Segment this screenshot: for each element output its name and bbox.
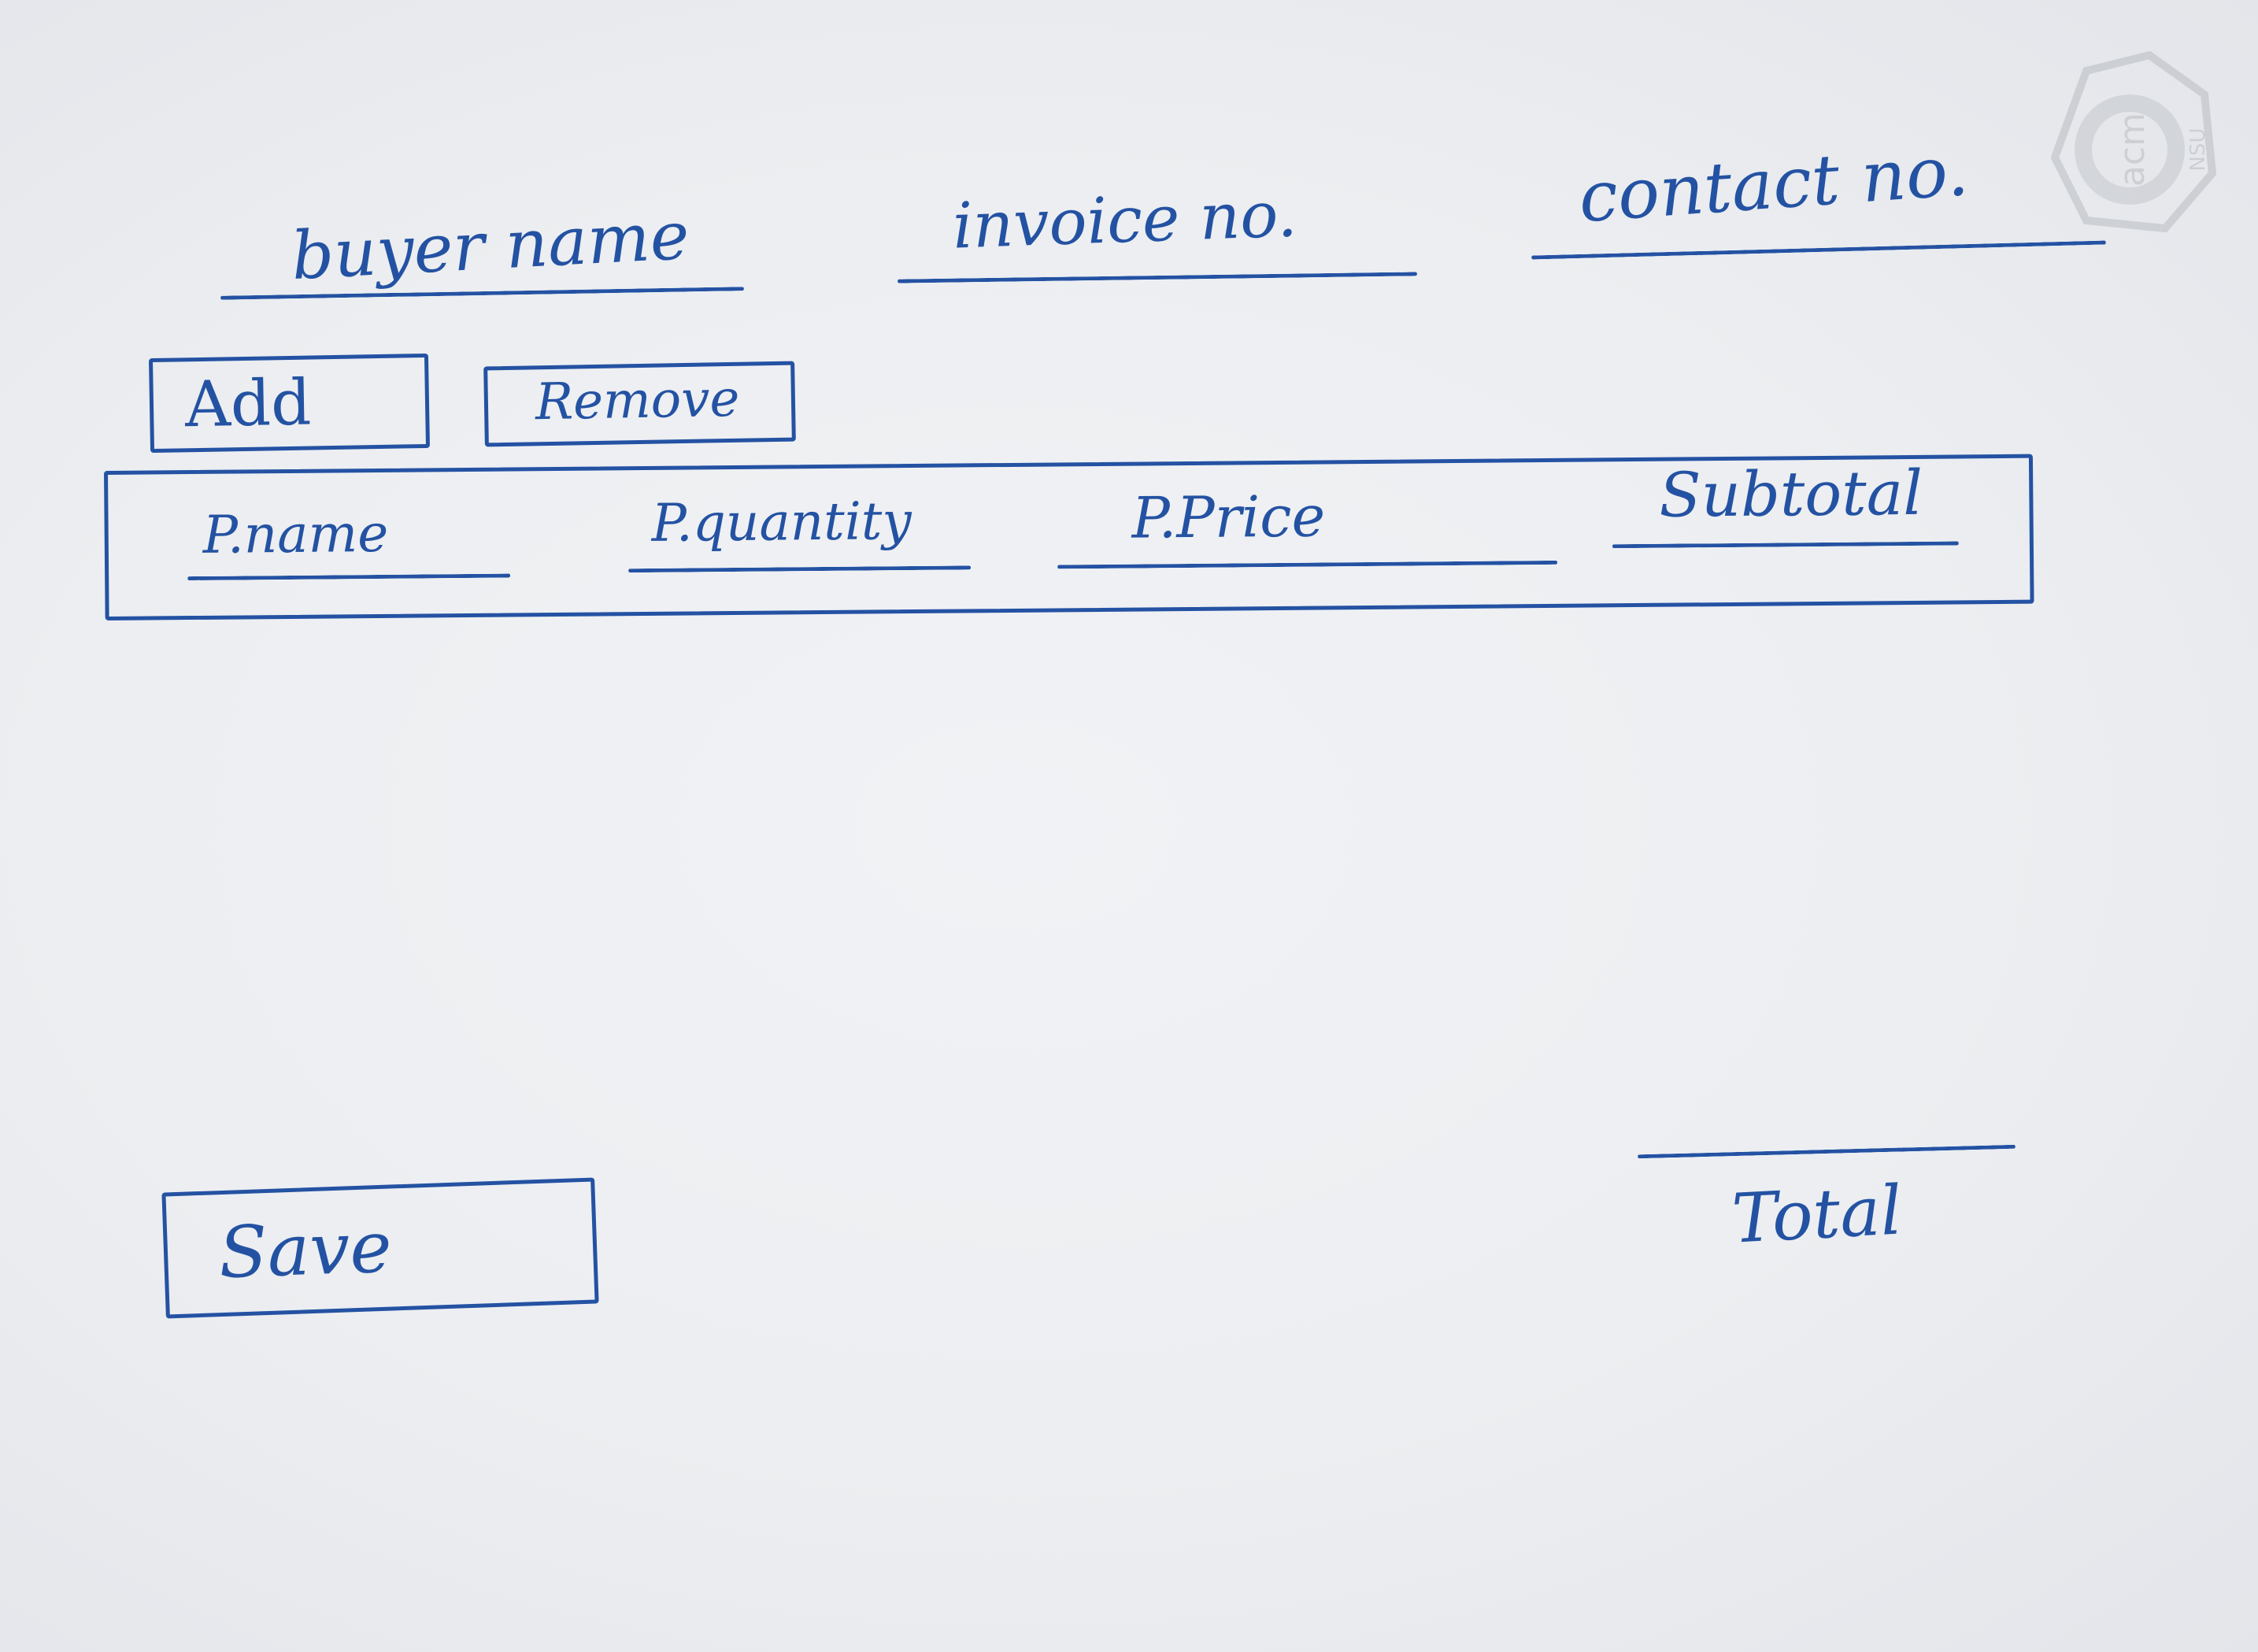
logo-subtext: NSU: [2186, 128, 2210, 172]
total-field[interactable]: Total: [1638, 1126, 2023, 1268]
save-button[interactable]: Save: [161, 1177, 599, 1319]
product-name-label: P.name: [202, 502, 389, 565]
add-button[interactable]: Add: [148, 353, 431, 454]
contact-no-field[interactable]: contact no.: [1531, 129, 2114, 268]
contact-no-label: contact no.: [1575, 129, 1971, 239]
product-name-field[interactable]: P.name: [187, 494, 518, 592]
product-price-underline: [1057, 560, 1558, 569]
product-row: P.name P.quantity P.Price Subtotal: [104, 454, 2034, 620]
save-button-label: Save: [217, 1206, 394, 1295]
contact-no-underline: [1531, 240, 2106, 260]
product-subtotal-underline: [1612, 541, 1959, 549]
buyer-name-label: buyer name: [289, 196, 691, 295]
remove-button-label: Remove: [535, 369, 740, 432]
logo-text: acm: [2112, 113, 2153, 187]
product-subtotal-label: Subtotal: [1658, 457, 1923, 532]
add-button-label: Add: [184, 365, 313, 442]
total-underline: [1638, 1144, 2016, 1159]
product-price-field[interactable]: P.Price: [1057, 478, 1561, 581]
product-quantity-field[interactable]: P.quantity: [627, 487, 975, 584]
product-name-underline: [187, 573, 511, 581]
product-quantity-underline: [628, 565, 972, 573]
remove-button[interactable]: Remove: [483, 361, 796, 447]
buyer-name-field[interactable]: buyer name: [220, 197, 748, 307]
product-price-label: P.Price: [1131, 483, 1326, 551]
product-quantity-label: P.quantity: [651, 491, 912, 554]
total-label: Total: [1730, 1171, 1904, 1259]
product-subtotal-field[interactable]: Subtotal: [1612, 458, 1967, 556]
acm-nsu-logo: acm NSU: [2050, 50, 2217, 233]
invoice-no-underline: [897, 272, 1418, 283]
invoice-no-field[interactable]: invoice no.: [897, 173, 1418, 291]
invoice-no-label: invoice no.: [951, 177, 1298, 263]
